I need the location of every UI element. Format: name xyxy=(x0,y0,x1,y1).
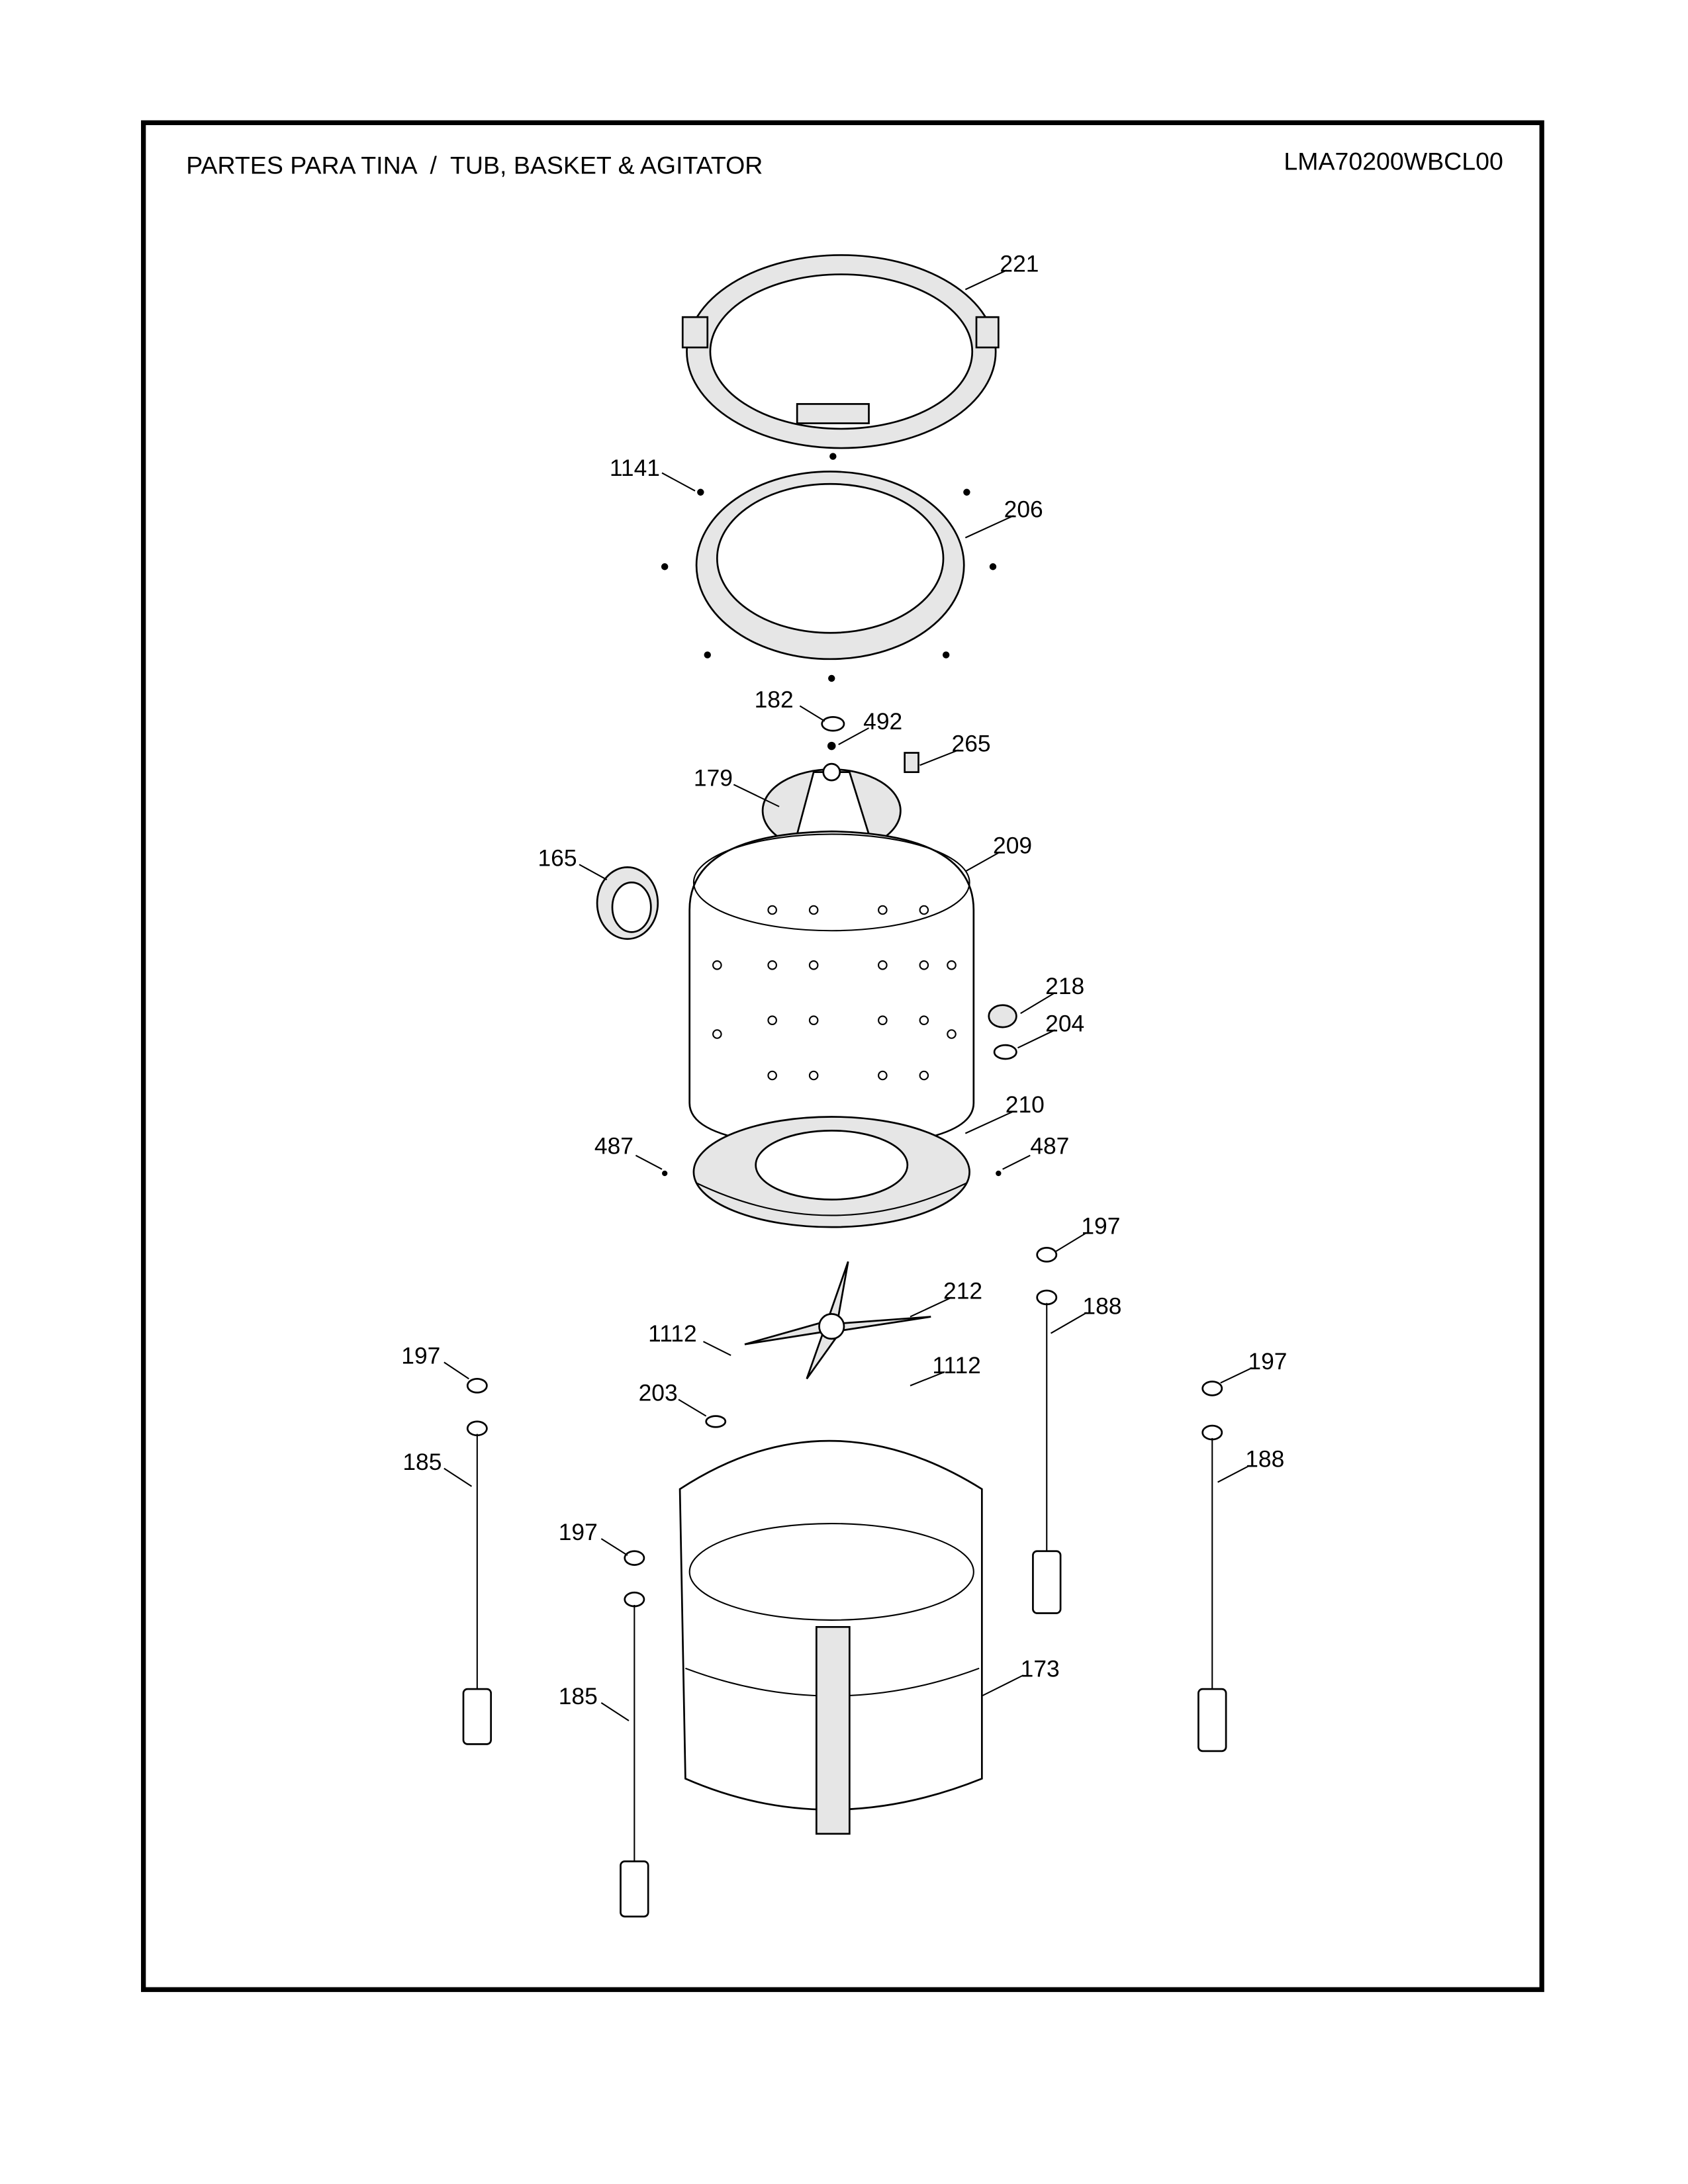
outer-tub-part[interactable] xyxy=(679,1439,983,1835)
screw-part[interactable] xyxy=(996,1170,1002,1177)
seal-part[interactable] xyxy=(705,1415,727,1428)
callout-206[interactable]: 206 xyxy=(1004,496,1043,522)
callout-487-left[interactable]: 487 xyxy=(594,1133,633,1160)
clip-part[interactable] xyxy=(904,752,919,774)
flange-part[interactable] xyxy=(744,1261,931,1380)
callout-1112-right[interactable]: 1112 xyxy=(932,1352,981,1379)
callout-221[interactable]: 221 xyxy=(1000,250,1039,277)
callout-218[interactable]: 218 xyxy=(1045,973,1084,999)
cap-part[interactable] xyxy=(821,715,845,732)
callout-487-right[interactable]: 487 xyxy=(1030,1133,1069,1160)
callout-197-left[interactable]: 197 xyxy=(401,1342,440,1369)
basket-part[interactable] xyxy=(688,830,975,1148)
callout-182[interactable]: 182 xyxy=(755,686,794,713)
nut-part[interactable] xyxy=(988,1004,1017,1028)
balance-ring-part[interactable] xyxy=(661,453,997,682)
callout-1112-left[interactable]: 1112 xyxy=(648,1320,697,1347)
callout-165[interactable]: 165 xyxy=(538,844,577,871)
screw-part[interactable] xyxy=(662,1170,668,1177)
pulsator-part[interactable] xyxy=(761,762,902,853)
callout-197-front-left[interactable]: 197 xyxy=(559,1519,598,1545)
callout-209[interactable]: 209 xyxy=(993,833,1032,859)
callout-173[interactable]: 173 xyxy=(1021,1655,1060,1682)
callout-188-right[interactable]: 188 xyxy=(1245,1446,1284,1473)
bolt-part[interactable] xyxy=(827,741,836,751)
callout-203[interactable]: 203 xyxy=(639,1380,678,1406)
callout-197-right[interactable]: 197 xyxy=(1248,1348,1287,1375)
suspension-assemblies[interactable] xyxy=(462,1247,1227,1918)
callout-185-left[interactable]: 185 xyxy=(402,1449,442,1475)
callout-185-front-left[interactable]: 185 xyxy=(559,1683,598,1709)
tub-cover-part[interactable] xyxy=(681,254,1000,449)
callout-265[interactable]: 265 xyxy=(952,730,991,756)
callout-204[interactable]: 204 xyxy=(1045,1010,1084,1036)
page-border xyxy=(141,120,1544,1992)
basket-base-part[interactable] xyxy=(692,1116,970,1228)
callout-labels: 221 1141 206 182 492 265 179 209 165 218… xyxy=(401,250,1287,1709)
callout-179[interactable]: 179 xyxy=(694,765,733,792)
model-number: LMA70200WBCL00 xyxy=(1284,147,1503,175)
callout-492[interactable]: 492 xyxy=(863,708,902,735)
callout-210[interactable]: 210 xyxy=(1006,1091,1045,1118)
callout-197-front-right[interactable]: 197 xyxy=(1081,1213,1120,1240)
leader-lines xyxy=(444,269,1253,1721)
diagram-title: PARTES PARA TINA / TUB, BASKET & AGITATO… xyxy=(186,152,763,179)
callout-212[interactable]: 212 xyxy=(943,1277,982,1304)
filter-part[interactable] xyxy=(596,866,659,940)
washer-part[interactable] xyxy=(993,1044,1017,1060)
callout-1141[interactable]: 1141 xyxy=(610,455,660,481)
callout-188-front-right[interactable]: 188 xyxy=(1082,1293,1121,1319)
